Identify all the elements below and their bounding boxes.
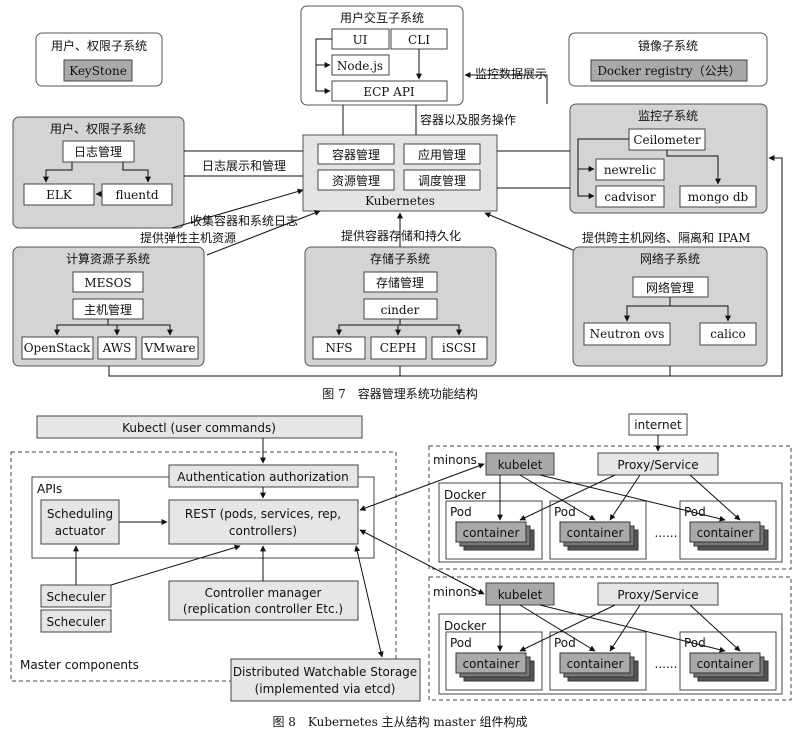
user-permission-subsystem-top: 用户、权限子系统 KeyStone (35, 32, 163, 87)
log-mgmt-box: 日志管理 (74, 144, 122, 159)
storage-title: 存储子系统 (370, 251, 430, 266)
label-container-service-ops: 容器以及服务操作 (420, 112, 516, 127)
container-2a: container (463, 657, 520, 671)
fluentd-box: fluentd (115, 188, 158, 202)
ellipsis-1: ...... (655, 526, 678, 540)
kubelet-box-2: kubelet (498, 588, 543, 602)
docker-registry-box: Docker registry（公共） (597, 64, 740, 78)
label-monitor-display: 监控数据展示 (475, 66, 547, 81)
proxy-box-2: Proxy/Service (617, 588, 698, 602)
ecp-api-box: ECP API (363, 85, 415, 99)
auth-box: Authentication authorization (177, 470, 348, 484)
scheduler-box-1: Scheculer (46, 590, 105, 604)
pod-label-1c: Pod (684, 505, 706, 519)
pod-label-2a: Pod (450, 636, 472, 650)
app-mgmt-box: 应用管理 (418, 147, 466, 162)
label-log-display: 日志展示和管理 (202, 158, 286, 173)
cli-box: CLI (408, 33, 430, 47)
newrelic-box: newrelic (604, 163, 657, 177)
mongodb-box: mongo db (688, 190, 749, 204)
kubelet-box-1: kubelet (498, 458, 543, 472)
fig8-caption: 图 8 Kubernetes 主从结构 master 组件构成 (272, 714, 527, 729)
master-minion-arrows (359, 463, 485, 595)
net-mgmt-box: 网络管理 (646, 280, 694, 295)
storage-mgmt-box: 存储管理 (376, 275, 424, 290)
rest-line2: controllers) (229, 524, 297, 538)
scheduler-box-2: Scheculer (46, 615, 105, 629)
ellipsis-2: ...... (655, 657, 678, 671)
user-permission-title-top: 用户、权限子系统 (51, 38, 147, 53)
kubectl-box-group: Kubectl (user commands) (36, 415, 363, 439)
container-2b: container (567, 657, 624, 671)
minion-2: minons kubelet Proxy/Service Docker Pod … (428, 576, 792, 701)
host-mgmt-box: 主机管理 (84, 302, 132, 317)
proxy-box-1: Proxy/Service (617, 458, 698, 472)
storage-subsystem: 存储子系统 存储管理 cinder NFS CEPH iSCSI (304, 246, 497, 367)
resource-mgmt-box: 资源管理 (332, 173, 380, 188)
pod-label-2b: Pod (554, 636, 576, 650)
monitor-subsystem: 监控子系统 Ceilometer newrelic cadvisor mongo… (569, 103, 768, 214)
compute-title: 计算资源子系统 (66, 251, 150, 266)
user-permission-subsystem: 用户、权限子系统 日志管理 ELK fluentd (12, 116, 185, 229)
label-container-storage: 提供容器存储和持久化 (341, 228, 461, 243)
container-1b: container (567, 526, 624, 540)
keystone-box: KeyStone (69, 64, 127, 78)
controller-line2: (replication controller Etc.) (183, 602, 343, 616)
scheduling-actuator-line1: Scheduling (47, 507, 113, 521)
container-2c: container (697, 657, 754, 671)
label-elastic-host: 提供弹性主机资源 (140, 230, 236, 245)
ceph-box: CEPH (380, 341, 416, 355)
user-permission-title: 用户、权限子系统 (50, 121, 146, 136)
nodejs-box: Node.js (337, 59, 383, 73)
network-subsystem: 网络子系统 网络管理 Neutron ovs calico (572, 246, 768, 367)
neutron-box: Neutron ovs (590, 327, 665, 341)
iscsi-box: iSCSI (442, 341, 476, 355)
user-interaction-subsystem: 用户交互子系统 UI CLI Node.js ECP API (300, 5, 464, 106)
compute-subsystem: 计算资源子系统 MESOS 主机管理 OpenStack AWS VMware (12, 246, 205, 367)
pod-label-1b: Pod (554, 505, 576, 519)
cinder-box: cinder (381, 303, 420, 317)
mesos-box: MESOS (84, 276, 131, 290)
vmware-box: VMware (143, 341, 195, 355)
minion-1: minons kubelet Proxy/Service internet Do… (428, 413, 792, 570)
pod-label-1a: Pod (450, 505, 472, 519)
container-1c: container (697, 526, 754, 540)
storage-line2: (implemented via etcd) (255, 682, 396, 696)
storage-line1: Distributed Watchable Storage (233, 665, 417, 679)
internet-box: internet (634, 418, 682, 432)
calico-box: calico (710, 327, 746, 341)
minons-label-1: minons (433, 453, 477, 467)
image-title: 镜像子系统 (638, 38, 698, 53)
kubectl-box: Kubectl (user commands) (122, 421, 276, 435)
rest-line1: REST (pods, services, rep, (185, 507, 341, 521)
nfs-box: NFS (325, 341, 352, 355)
fig7-caption: 图 7 容器管理系统功能结构 (322, 386, 477, 401)
master-components-label: Master components (20, 658, 139, 672)
elk-box: ELK (46, 188, 73, 202)
container-mgmt-box: 容器管理 (332, 147, 380, 162)
network-title: 网络子系统 (640, 251, 700, 266)
image-subsystem: 镜像子系统 Docker registry（公共） (568, 32, 768, 87)
interaction-title: 用户交互子系统 (340, 10, 424, 25)
fig7-connectors: 容器以及服务操作 监控数据展示 日志展示和管理 收集容器和系统日志 提供弹性主机… (108, 66, 783, 377)
apis-label: APIs (37, 482, 62, 496)
scheduling-actuator-line2: actuator (55, 524, 106, 538)
master-arrows (73, 438, 384, 658)
container-1a: container (463, 526, 520, 540)
label-collect-logs: 收集容器和系统日志 (190, 213, 298, 228)
monitor-title: 监控子系统 (638, 109, 698, 123)
ui-box: UI (353, 33, 368, 47)
label-network-iso: 提供跨主机网络、隔离和 IPAM (582, 230, 750, 245)
cadvisor-box: cadvisor (604, 190, 656, 204)
docker-label-2: Docker (444, 619, 486, 633)
kubernetes-label: Kubernetes (365, 194, 435, 208)
openstack-box: OpenStack (24, 341, 91, 355)
schedule-mgmt-box: 调度管理 (418, 173, 466, 188)
aws-box: AWS (102, 341, 132, 355)
controller-line1: Controller manager (205, 586, 322, 600)
kubernetes-subsystem: 容器管理 应用管理 资源管理 调度管理 Kubernetes (302, 134, 498, 212)
ceilometer-box: Ceilometer (633, 133, 701, 147)
docker-label-1: Docker (444, 488, 486, 502)
